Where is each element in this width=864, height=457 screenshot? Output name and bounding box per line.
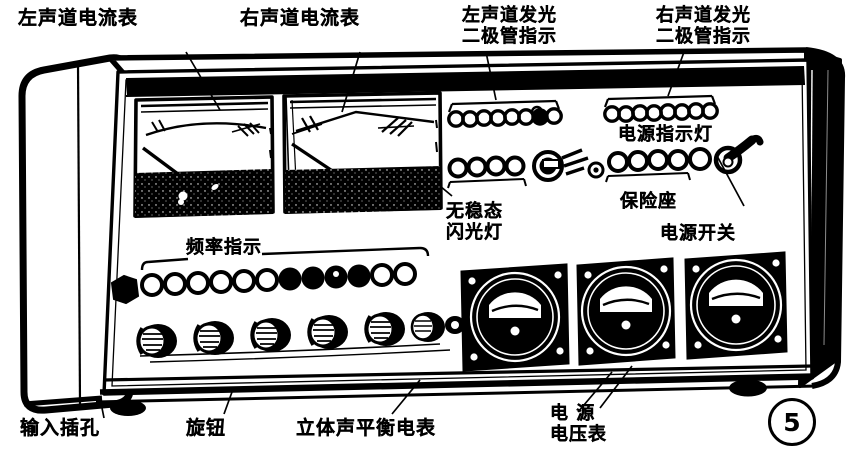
callout-fuse-holder: 保险座 (620, 191, 677, 212)
callout-left-channel-led-indicator: 左声道发光 二极管指示 (462, 5, 557, 47)
power-indicator-led-row (605, 147, 712, 183)
frequency-indicator-led-row (140, 262, 417, 297)
callout-right-channel-led-indicator-line1: 右声道发光 (656, 5, 751, 26)
callout-stereo-balance-meter: 立体声平衡电表 (296, 417, 437, 439)
callout-right-channel-current-meter: 右声道电流表 (240, 7, 361, 29)
control-knob-row[interactable] (136, 312, 465, 363)
callout-input-jack: 输入插孔 (20, 417, 101, 439)
base-plinth (23, 364, 817, 407)
callout-right-channel-led-indicator-line2: 二极管指示 (656, 25, 751, 47)
callout-astable-flash-lamp-line1: 无稳态 (446, 201, 503, 222)
callout-leader-lines (99, 51, 745, 419)
callout-power-voltage-meter-line1: 电 源 (550, 403, 596, 424)
left-channel-led-row (447, 99, 563, 128)
callout-left-channel-current-meter: 左声道电流表 (18, 7, 139, 29)
right-channel-led-row (603, 94, 719, 123)
stereo-balance-meter-right (576, 257, 676, 366)
callout-frequency-indicator: 频率指示 (186, 237, 262, 258)
power-voltage-meter (684, 251, 788, 360)
callout-power-switch: 电源开关 (660, 223, 736, 244)
fuse-holder-socket (532, 148, 605, 182)
callout-knob: 旋钮 (186, 417, 227, 439)
left-channel-vu-meter (133, 95, 275, 218)
callout-left-channel-led-indicator-line2: 二极管指示 (462, 25, 557, 47)
cabinet-foot (110, 379, 767, 416)
callout-right-channel-led-indicator: 右声道发光 二极管指示 (656, 5, 751, 47)
callout-astable-flash-lamp-line2: 闪光灯 (446, 221, 503, 243)
right-channel-vu-meter (282, 91, 443, 214)
top-bezel-strip (125, 66, 806, 97)
callout-left-channel-led-indicator-line1: 左声道发光 (462, 5, 557, 26)
power-toggle-switch[interactable] (713, 134, 764, 175)
frequency-indicator-bracket (140, 246, 430, 271)
input-jack-socket[interactable] (110, 274, 140, 305)
callout-astable-flash-lamp: 无稳态 闪光灯 (446, 201, 503, 243)
callout-power-indicator-lamp: 电源指示灯 (618, 124, 713, 145)
callout-power-voltage-meter: 电 源 电压表 (550, 403, 607, 445)
figure-number-badge: 5 (768, 398, 816, 446)
stereo-balance-meter-left (460, 263, 570, 372)
callout-power-voltage-meter-line2: 电压表 (550, 423, 607, 445)
astable-flash-lamp-row (447, 155, 527, 189)
